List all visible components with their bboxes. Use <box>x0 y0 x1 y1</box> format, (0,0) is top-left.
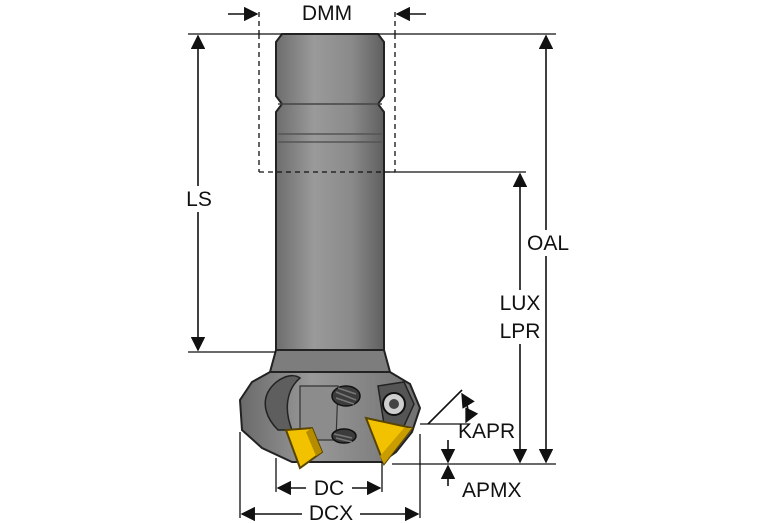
label-kapr: KAPR <box>458 420 515 443</box>
label-apmx: APMX <box>462 479 522 502</box>
label-oal: OAL <box>527 232 569 255</box>
label-ls: LS <box>186 188 212 211</box>
label-lpr: LPR <box>500 320 541 343</box>
label-dc: DC <box>314 477 344 500</box>
shank <box>275 33 385 351</box>
extension-lines <box>188 12 556 518</box>
label-dcx: DCX <box>309 502 353 523</box>
tool-body <box>238 33 422 470</box>
clamp-screw-upper <box>331 385 361 407</box>
neck <box>268 349 392 373</box>
insert-screw-icon <box>382 392 406 416</box>
label-lux: LUX <box>500 292 541 315</box>
dimension-labels: DMM LS OAL LUX LPR KAPR DC APMX DCX <box>184 0 570 523</box>
clamp-screw-lower <box>331 428 357 444</box>
label-dmm: DMM <box>302 2 352 25</box>
